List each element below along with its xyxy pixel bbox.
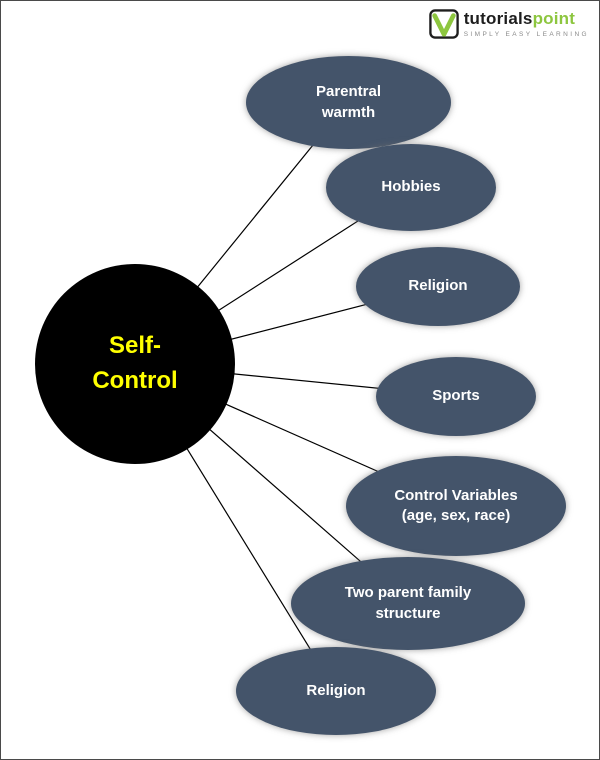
- node-label: Two parent family structure: [344, 584, 472, 622]
- node-label: Religion: [408, 277, 468, 295]
- node-two-parent-family-structure: Two parent family structure: [291, 557, 525, 650]
- node-label: Control Variables (age, sex, race): [394, 486, 518, 524]
- logo-tagline: SIMPLY EASY LEARNING: [463, 30, 589, 38]
- center-node-label: Self- Control: [92, 332, 178, 394]
- node-label: Hobbies: [381, 178, 441, 196]
- center-node-self-control: Self- Control: [35, 264, 235, 464]
- node-label: Parentral warmth: [315, 83, 382, 121]
- logo-brand-tutorials: tutorials: [463, 9, 533, 29]
- logo-brand: tutorialspoint: [463, 9, 589, 29]
- logo-brand-point: point: [532, 9, 576, 29]
- node-religion-bottom: Religion: [236, 647, 436, 735]
- node-sports: Sports: [376, 357, 536, 436]
- node-label: Sports: [432, 387, 480, 405]
- node-hobbies: Hobbies: [326, 144, 496, 231]
- tutorialspoint-logo: tutorialspoint SIMPLY EASY LEARNING: [428, 9, 589, 39]
- node-parental-warmth: Parentral warmth: [246, 56, 451, 149]
- node-label: Religion: [306, 681, 366, 699]
- node-religion-top: Religion: [356, 247, 520, 326]
- node-control-variables: Control Variables (age, sex, race): [346, 456, 566, 556]
- logo-text-block: tutorialspoint SIMPLY EASY LEARNING: [463, 9, 589, 38]
- tutorialspoint-logo-icon: [428, 9, 459, 39]
